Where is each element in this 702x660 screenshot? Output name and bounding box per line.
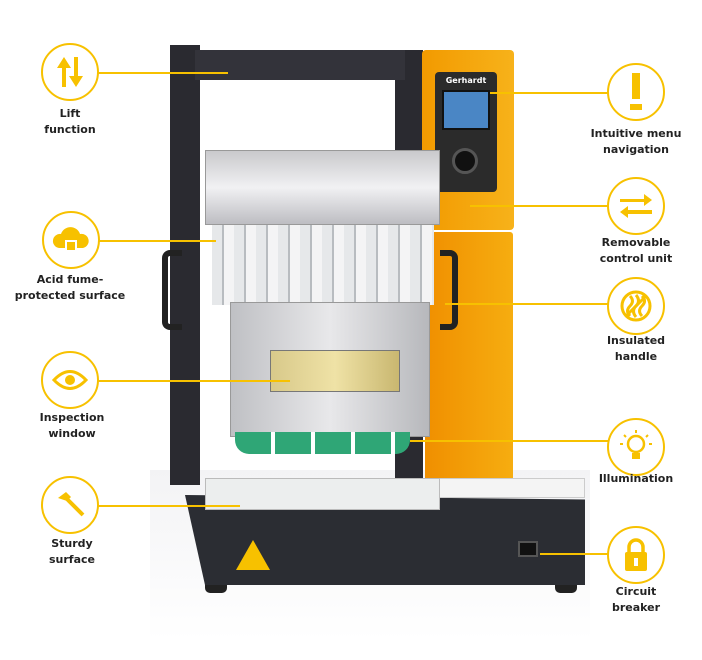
feature-label-menu-navigation: Intuitive menu navigation xyxy=(590,127,682,156)
exclamation-icon xyxy=(607,63,665,121)
right-handle[interactable] xyxy=(440,250,458,330)
feature-label-illumination: Illumination xyxy=(598,472,674,485)
glass-tubes xyxy=(212,225,434,305)
green-flasks xyxy=(235,432,410,454)
frame-top-bar xyxy=(195,50,405,80)
feature-label-acid-fume: Acid fume- protected surface xyxy=(14,273,126,302)
brand-logo: Gerhardt xyxy=(445,76,487,85)
control-unit-lower xyxy=(425,232,513,482)
inspection-window-glass xyxy=(270,350,400,392)
connector-line xyxy=(410,440,608,442)
feature-label-sturdy: Sturdy surface xyxy=(49,537,95,566)
connector-line xyxy=(98,505,240,507)
feature-label-removable-control: Removable control unit xyxy=(599,236,673,265)
connector-line xyxy=(98,380,290,382)
frame-left-post xyxy=(170,45,200,485)
connector-line xyxy=(490,92,608,94)
circuit-breaker-switch[interactable] xyxy=(518,541,538,557)
hammer-icon xyxy=(41,476,99,534)
swap-arrows-icon xyxy=(607,177,665,235)
display-screen[interactable] xyxy=(442,90,490,130)
feature-label-insulated-handle: Insulated handle xyxy=(606,334,666,363)
foot xyxy=(205,585,227,593)
left-handle[interactable] xyxy=(162,250,182,330)
eye-icon xyxy=(41,351,99,409)
sample-rack xyxy=(205,478,440,510)
heater-block xyxy=(205,150,440,225)
connector-line xyxy=(98,240,216,242)
foot xyxy=(555,585,577,593)
base-tray xyxy=(185,495,585,585)
connector-line xyxy=(470,205,608,207)
feature-label-circuit-breaker: Circuit breaker xyxy=(611,585,661,614)
padlock-icon xyxy=(607,526,665,584)
connector-line xyxy=(540,553,608,555)
light-bulb-icon xyxy=(607,418,665,476)
feature-label-lift: Lift function xyxy=(44,107,96,136)
cloud-lock-icon xyxy=(42,211,100,269)
navigation-dial[interactable] xyxy=(452,148,478,174)
feature-label-inspection: Inspection window xyxy=(39,411,105,440)
lift-arrows-icon xyxy=(41,43,99,101)
connector-line xyxy=(445,303,608,305)
connector-line xyxy=(98,72,228,74)
heat-insulation-icon xyxy=(607,277,665,335)
